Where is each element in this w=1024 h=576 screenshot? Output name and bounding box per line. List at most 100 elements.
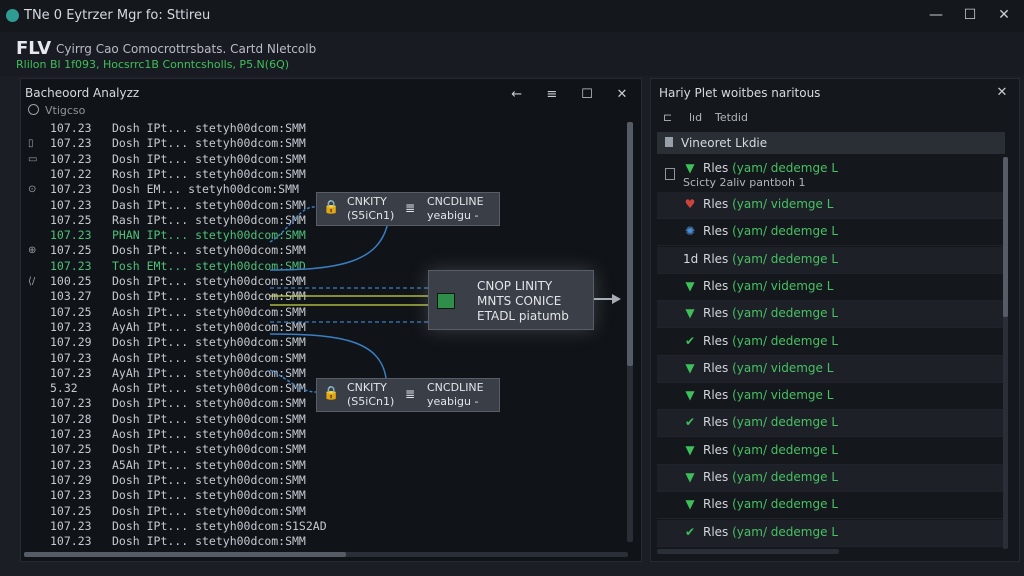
log-time: 107.23 bbox=[50, 228, 92, 243]
rule-detail: (yam/ dedemge L bbox=[732, 415, 838, 430]
title-bar: TNe 0 Eytrzer Mgr fo: Sttireu — ☐ ✕ bbox=[0, 0, 1024, 33]
rule-item[interactable]: ▼Rles (yam/ videmge L bbox=[657, 274, 1003, 301]
menu-icon[interactable]: ≡ bbox=[546, 87, 558, 102]
log-time: 107.23 bbox=[50, 518, 92, 533]
node-line1: CNKITY bbox=[347, 381, 387, 394]
close-button[interactable]: ✕ bbox=[998, 7, 1010, 23]
log-row[interactable]: 107.25 Dosh IPt... stetyh00dcom:SMM bbox=[50, 504, 306, 518]
properties-panel: Hariy Plet woitbes naritous ✕ ⊏ lıd Tetd… bbox=[650, 78, 1020, 562]
horizontal-scrollbar[interactable] bbox=[24, 552, 628, 557]
log-row[interactable]: 100.25 Dosh IPt... stetyh00dcom:SMM bbox=[50, 274, 306, 288]
center-line1: CNOP LINITY bbox=[477, 279, 553, 293]
log-text: Dosh IPt... stetyh00dcom:SMM bbox=[112, 274, 306, 288]
rule-item[interactable]: ✔Rles (yam/ dedemge L bbox=[657, 329, 1003, 356]
rule-item[interactable]: ▼Rles (yam/ dedemge L bbox=[657, 438, 1003, 465]
rule-item[interactable]: ▼Rles (yam/ dedemge L bbox=[657, 492, 1003, 520]
rule-item[interactable]: ✔Rles (yam/ dedemge L bbox=[657, 410, 1003, 438]
log-time: 107.23 bbox=[50, 534, 92, 549]
minimize-button[interactable]: — bbox=[929, 7, 943, 23]
section-icon bbox=[665, 137, 673, 147]
node-line3: CNCDLINE bbox=[427, 195, 484, 208]
panel-close-button[interactable]: ✕ bbox=[996, 85, 1008, 100]
entity-node-top[interactable]: 🔒 CNKITY (S5iCn1) ≣ CNCDLINE yeabigu - bbox=[316, 192, 500, 226]
rule-label: Rles (yam/ videmge L bbox=[703, 279, 833, 293]
rule-prefix: Rles bbox=[703, 388, 733, 403]
entity-node-center[interactable]: CNOP LINITY MNTS CONICE ETADL piatumb bbox=[428, 270, 594, 330]
section-header[interactable]: Vineoret Lkdie bbox=[657, 132, 1005, 154]
toolbar-item[interactable]: Tetdid bbox=[715, 111, 748, 124]
rule-subline: Scicty 2aliv pantboh 1 bbox=[683, 176, 806, 189]
rule-item[interactable]: ✺Rles (yam/ dedemge L bbox=[657, 219, 1003, 247]
log-text: Dosh IPt... stetyh00dcom:SMM bbox=[112, 151, 306, 166]
panel-maximize-button[interactable]: ☐ bbox=[581, 87, 593, 102]
checkbox-icon[interactable] bbox=[665, 168, 675, 180]
rule-item[interactable]: ✔Rles (yam/ dedemge L bbox=[657, 519, 1003, 547]
rule-item[interactable]: ▼Rles (yam/ dedemge L bbox=[657, 465, 1003, 492]
rule-prefix: Rles bbox=[703, 251, 733, 266]
entity-node-bottom[interactable]: 🔒 CNKITY (S5iCn1) ≣ CNCDLINE yeabigu - bbox=[316, 378, 500, 412]
back-arrow-icon[interactable]: ← bbox=[511, 87, 523, 102]
rule-item[interactable]: ♥Rles (yam/ videmge L bbox=[657, 192, 1003, 219]
scrollbar-thumb[interactable] bbox=[627, 122, 633, 366]
log-text: Dosh IPt... stetyh00dcom:SMM bbox=[112, 411, 306, 426]
log-row[interactable]: 107.23 PHAN IPt... stetyh00dcom:SMM bbox=[50, 228, 306, 242]
rule-prefix: Rles bbox=[703, 360, 733, 375]
rule-detail: (yam/ dedemge L bbox=[732, 306, 838, 321]
maximize-button[interactable]: ☐ bbox=[963, 7, 977, 23]
gear-icon: ✺ bbox=[684, 224, 696, 239]
vertical-scrollbar[interactable] bbox=[627, 122, 633, 542]
column-header-label: Vtigcso bbox=[45, 104, 86, 117]
log-text: Aosh IPt... stetyh00dcom:SMM bbox=[112, 350, 306, 365]
scrollbar-thumb[interactable] bbox=[24, 552, 346, 557]
vertical-scrollbar[interactable] bbox=[1003, 157, 1008, 549]
toolbar-item[interactable]: ⊏ bbox=[663, 111, 673, 124]
log-time: 107.25 bbox=[50, 503, 92, 518]
log-text: PHAN IPt... stetyh00dcom:SMM bbox=[112, 228, 306, 243]
rule-item[interactable]: ▼Rles (yam/ dedemge L bbox=[657, 301, 1003, 329]
log-text: Dosh IPt... stetyh00dcom:SMM bbox=[112, 503, 306, 518]
rule-item[interactable]: ▼Rles (yam/ videmge L bbox=[657, 355, 1003, 383]
triangle-icon: ▼ bbox=[685, 388, 695, 403]
toolbar-item[interactable]: lıd bbox=[689, 111, 703, 124]
rule-prefix: Rles bbox=[703, 306, 733, 321]
check-icon: ✔ bbox=[684, 333, 696, 348]
radio-icon bbox=[28, 104, 39, 115]
node-line3: CNCDLINE bbox=[427, 381, 484, 394]
panel-close-button[interactable]: ✕ bbox=[616, 87, 628, 102]
horizontal-scrollbar[interactable] bbox=[657, 549, 839, 554]
rule-item[interactable]: ▼Rles (yam/ videmge L bbox=[657, 383, 1003, 411]
log-time: 100.25 bbox=[50, 274, 92, 288]
log-time: 107.23 bbox=[50, 182, 92, 197]
rule-label: Rles (yam/ videmge L bbox=[703, 197, 833, 211]
log-text: Dosh IPt... stetyh00dcom:SMM bbox=[112, 488, 306, 503]
scrollbar-thumb[interactable] bbox=[1003, 157, 1008, 317]
log-text: Dosh IPt... stetyh00dcom:SMM bbox=[112, 136, 306, 151]
